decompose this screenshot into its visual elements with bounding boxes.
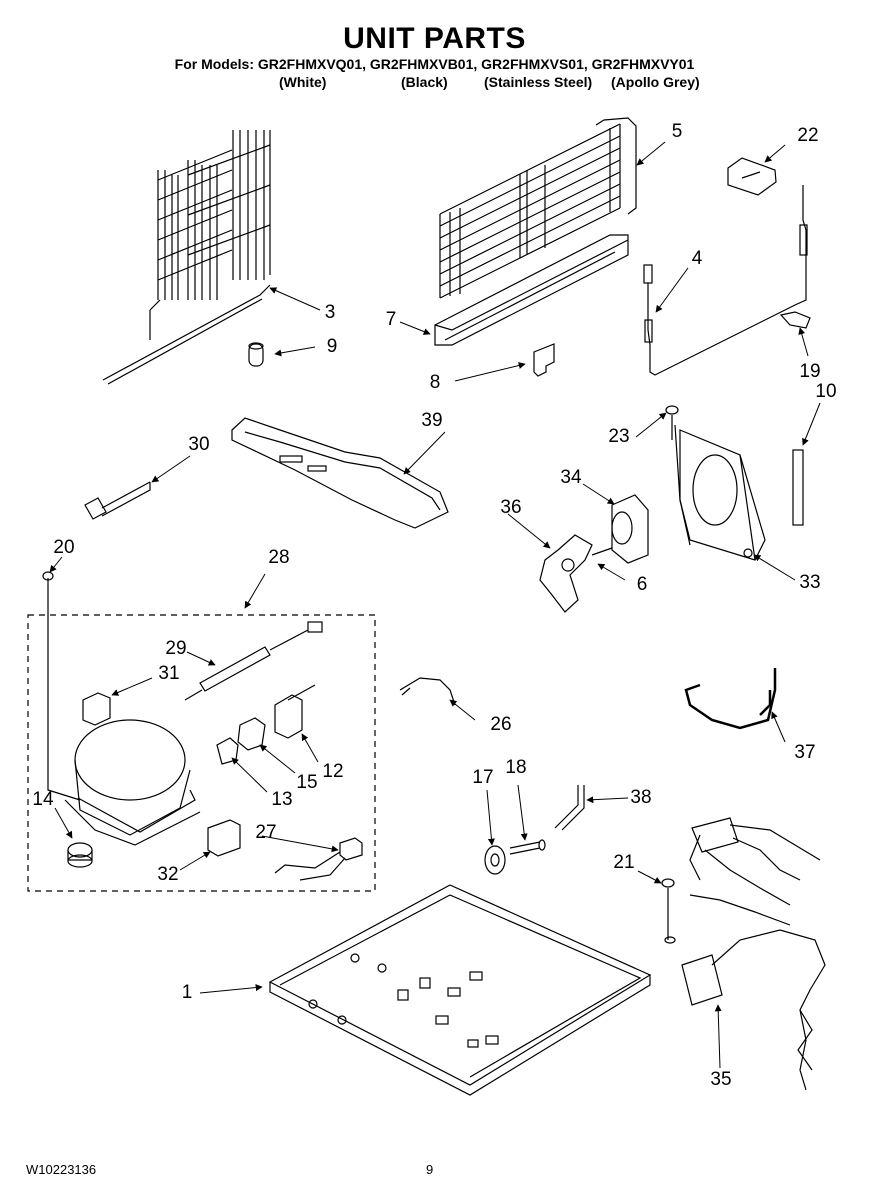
leader-arrows [49, 141, 821, 1069]
condenser-coil-drawing [102, 130, 271, 385]
callout-19: 19 [799, 361, 821, 382]
callout-37: 37 [794, 742, 816, 763]
screw-20-drawing [42, 571, 54, 600]
variant-stainless: (Stainless Steel) [484, 74, 593, 90]
page-number: 9 [426, 1162, 434, 1177]
parts-17-18-38-drawing [484, 785, 585, 875]
callout-15: 15 [296, 772, 318, 793]
part-32-27-drawing [207, 819, 363, 881]
screw-21-drawing [661, 878, 676, 944]
callout-33: 33 [799, 572, 821, 593]
variant-apollo-grey: (Apollo Grey) [611, 74, 700, 90]
heater-30-drawing [84, 481, 151, 520]
harness-35-drawing [681, 817, 826, 1091]
callout-1: 1 [181, 982, 193, 1003]
grommet-14-drawing [67, 842, 93, 868]
callout-20: 20 [53, 537, 75, 558]
callout-36: 36 [500, 497, 522, 518]
fan-assembly-drawing [539, 405, 766, 613]
callout-32: 32 [157, 864, 179, 885]
base-pan-drawing [268, 884, 652, 1096]
callout-31: 31 [158, 663, 180, 684]
compressor-group-box [27, 614, 376, 892]
callout-23: 23 [608, 426, 630, 447]
callout-26: 26 [490, 714, 512, 735]
page-title: UNIT PARTS [343, 22, 526, 55]
variant-white: (White) [279, 74, 327, 90]
evaporator-drawing [439, 117, 637, 299]
variant-black: (Black) [401, 74, 448, 90]
callout-22: 22 [797, 125, 819, 146]
callout-29: 29 [165, 638, 187, 659]
part-9-drawing [248, 342, 264, 367]
compressor-drawing [47, 600, 201, 846]
callout-6: 6 [636, 574, 648, 595]
callout-38: 38 [630, 787, 652, 808]
callout-14: 14 [32, 789, 54, 810]
tray-39-drawing [231, 417, 449, 529]
callout-35: 35 [710, 1069, 732, 1090]
callout-30: 30 [188, 434, 210, 455]
callout-34: 34 [560, 467, 582, 488]
callout-17: 17 [472, 767, 494, 788]
callout-3: 3 [324, 302, 336, 323]
wire-26-drawing [399, 677, 456, 706]
callout-27: 27 [255, 822, 277, 843]
models-line: For Models: GR2FHMXVQ01, GR2FHMXVB01, GR… [174, 56, 695, 72]
callout-8: 8 [429, 372, 441, 393]
callout-10: 10 [815, 381, 837, 402]
callout-9: 9 [326, 336, 338, 357]
callout-18: 18 [505, 757, 527, 778]
relays-drawing [82, 684, 316, 765]
bracket-8-drawing [533, 343, 555, 377]
drier-29-drawing [184, 621, 323, 701]
drain-trough-drawing [434, 234, 629, 346]
callout-4: 4 [691, 248, 703, 269]
callout-13: 13 [271, 789, 293, 810]
callout-21: 21 [613, 852, 635, 873]
callout-39: 39 [421, 410, 443, 431]
callout-12: 12 [322, 761, 344, 782]
tube-37-drawing [684, 668, 777, 730]
thermistor-drawing [643, 157, 811, 376]
strip-10-drawing [792, 449, 804, 526]
callout-7: 7 [385, 309, 397, 330]
callout-5: 5 [671, 121, 683, 142]
callout-28: 28 [268, 547, 290, 568]
document-number: W10223136 [26, 1162, 97, 1177]
